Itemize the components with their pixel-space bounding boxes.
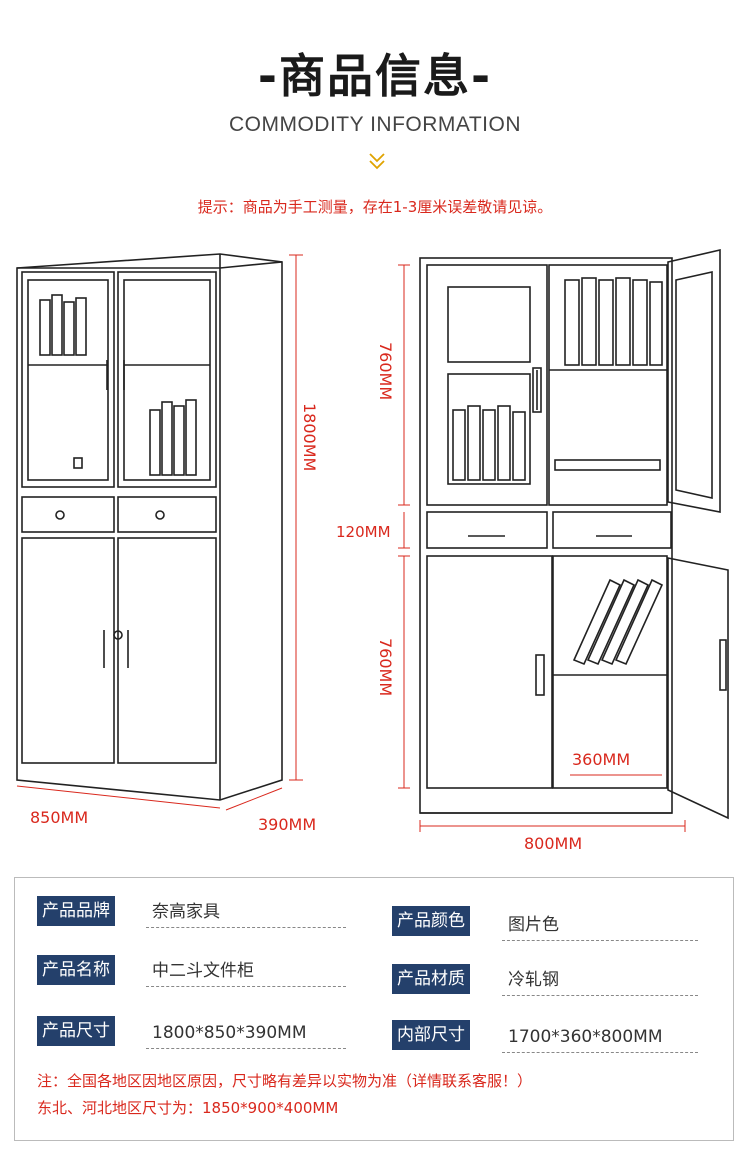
footnote-line-1: 注：全国各地区因地区原因，尺寸略有差异以实物为准（详情联系客服！） — [37, 1072, 533, 1090]
left-height-label: 1800MM — [300, 403, 319, 471]
right-drawer-height-label: 120MM — [336, 523, 391, 541]
measurement-note: 提示：商品为手工测量，存在1-3厘米误差敬请见谅。 — [197, 198, 553, 216]
section-title: -商品信息- — [257, 49, 493, 103]
right-cabinet-drawing — [419, 248, 729, 820]
color-value: 图片色 — [502, 912, 698, 941]
brand-tag: 产品品牌 — [37, 896, 115, 926]
left-cabinet-drawing — [16, 253, 283, 801]
left-width-label: 850MM — [30, 808, 88, 827]
right-upper-height-label: 760MM — [376, 342, 395, 400]
footnote-line-2: 东北、河北地区尺寸为：1850*900*400MM — [37, 1099, 339, 1117]
brand-value: 奈高家具 — [146, 899, 346, 928]
name-tag: 产品名称 — [37, 955, 115, 985]
product-info-box — [14, 877, 734, 1141]
inner-size-tag: 内部尺寸 — [392, 1020, 470, 1050]
cabinet-illustration: 1800MM 850MM 390MM 760MM 120MM 760MM 360… — [16, 248, 729, 853]
right-inner-depth-label: 360MM — [572, 750, 630, 769]
inner-size-value: 1700*360*800MM — [502, 1024, 698, 1053]
double-chevron-down-icon — [369, 153, 385, 170]
left-depth-label: 390MM — [258, 815, 316, 834]
material-tag: 产品材质 — [392, 964, 470, 994]
size-value: 1800*850*390MM — [146, 1020, 346, 1049]
section-subtitle: COMMODITY INFORMATION — [228, 113, 522, 136]
material-value: 冷轧钢 — [502, 967, 698, 996]
color-tag: 产品颜色 — [392, 906, 470, 936]
size-tag: 产品尺寸 — [37, 1016, 115, 1046]
right-width-label: 800MM — [524, 834, 582, 853]
right-lower-height-label: 760MM — [376, 638, 395, 696]
name-value: 中二斗文件柜 — [146, 958, 346, 987]
